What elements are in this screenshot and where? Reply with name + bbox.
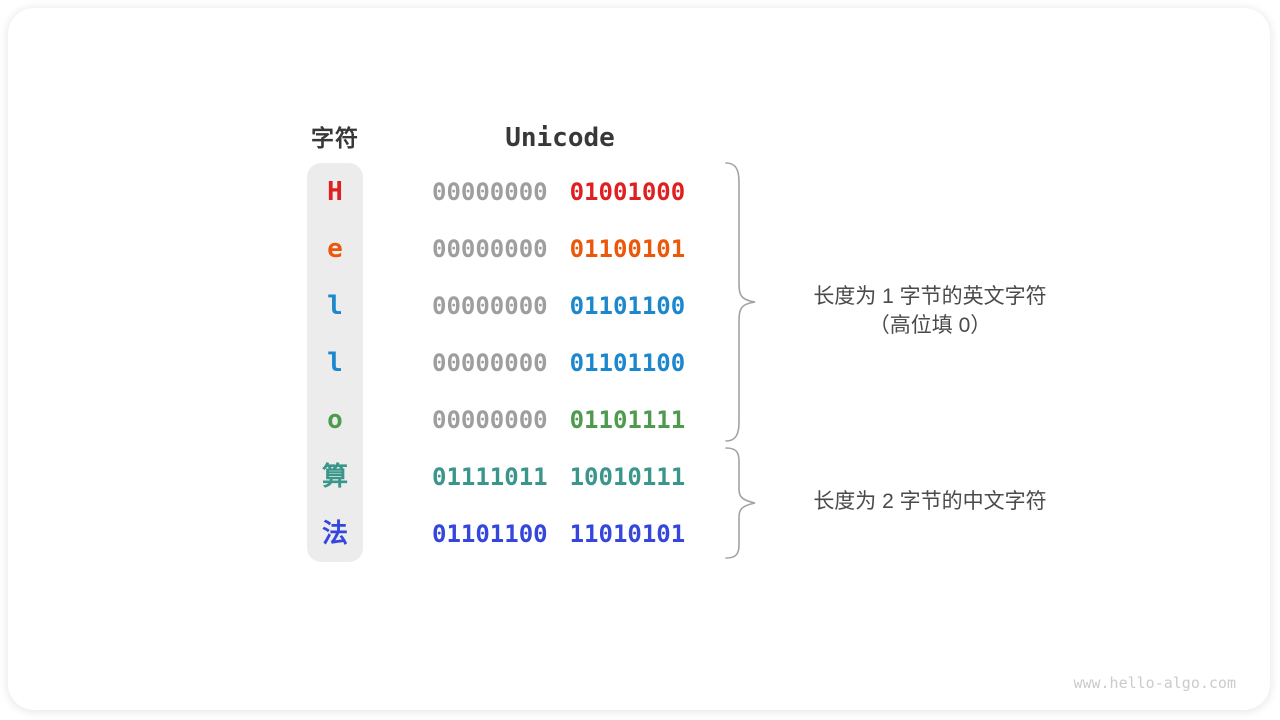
annotation-line: 长度为 1 字节的英文字符 xyxy=(813,285,1047,308)
encoding-table: H 00000000 01001000 e 00000000 01100101 … xyxy=(307,163,747,562)
table-row: 法 01101100 11010101 xyxy=(307,505,747,562)
byte-high: 01111011 xyxy=(432,462,548,491)
byte-low: 01001000 xyxy=(569,177,686,206)
byte-low: 11010101 xyxy=(569,519,686,548)
figure-card: 字符 Unicode H 00000000 01001000 e 0000000… xyxy=(8,8,1270,710)
byte-high: 00000000 xyxy=(432,348,548,377)
byte-high: 00000000 xyxy=(432,177,548,206)
byte-high: 00000000 xyxy=(432,291,548,320)
byte-high: 00000000 xyxy=(432,234,548,263)
annotation-line: 长度为 2 字节的中文字符 xyxy=(813,490,1047,513)
character-cell: l xyxy=(327,347,343,378)
byte-low: 10010111 xyxy=(569,462,686,491)
byte-low: 01101111 xyxy=(569,405,686,434)
unicode-binary: 00000000 01001000 xyxy=(432,180,685,204)
table-row: o 00000000 01101111 xyxy=(307,391,747,448)
table-row: 算 01111011 10010111 xyxy=(307,448,747,505)
annotation-chinese-chars: 长度为 2 字节的中文字符 xyxy=(755,487,1105,516)
unicode-binary: 00000000 01100101 xyxy=(432,237,685,261)
brace-icon-english-group xyxy=(725,162,756,442)
annotation-line: （高位填 0） xyxy=(868,314,992,337)
byte-low: 01101100 xyxy=(569,291,686,320)
byte-low: 01100101 xyxy=(569,234,686,263)
column-header-unicode: Unicode xyxy=(505,123,615,153)
unicode-binary: 00000000 01101111 xyxy=(432,408,685,432)
character-cell: e xyxy=(327,233,343,264)
character-cell: H xyxy=(327,176,343,207)
table-row: l 00000000 01101100 xyxy=(307,277,747,334)
unicode-binary: 01111011 10010111 xyxy=(432,465,685,489)
watermark-url: www.hello-algo.com xyxy=(1073,674,1236,692)
table-row: l 00000000 01101100 xyxy=(307,334,747,391)
unicode-binary: 00000000 01101100 xyxy=(432,351,685,375)
column-header-char: 字符 xyxy=(311,125,359,151)
character-cell: l xyxy=(327,290,343,321)
brace-icon-chinese-group xyxy=(725,447,756,559)
unicode-binary: 00000000 01101100 xyxy=(432,294,685,318)
char-column-background xyxy=(307,163,363,562)
table-row: e 00000000 01100101 xyxy=(307,220,747,277)
character-cell: 法 xyxy=(321,518,348,549)
unicode-binary: 01101100 11010101 xyxy=(432,522,685,546)
byte-low: 01101100 xyxy=(569,348,686,377)
annotation-english-chars: 长度为 1 字节的英文字符 （高位填 0） xyxy=(755,282,1105,340)
byte-high: 01101100 xyxy=(432,519,548,548)
character-cell: o xyxy=(327,404,343,435)
byte-high: 00000000 xyxy=(432,405,548,434)
table-row: H 00000000 01001000 xyxy=(307,163,747,220)
character-cell: 算 xyxy=(321,461,348,492)
